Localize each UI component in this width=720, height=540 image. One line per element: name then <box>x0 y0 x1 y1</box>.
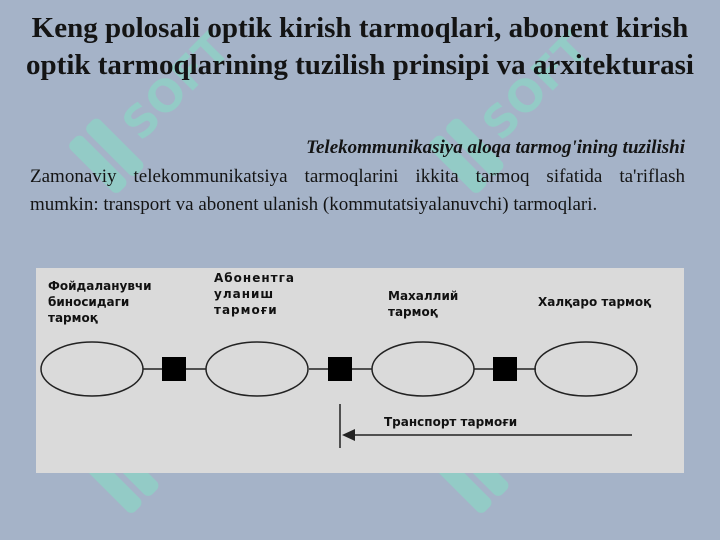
user-network-ellipse <box>40 341 144 397</box>
section-subheading: Telekommunikasiya aloqa tarmog'ining tuz… <box>306 137 685 158</box>
access-network-ellipse <box>205 341 309 397</box>
slide-title: Keng polosali optik kirish tarmoqlari, a… <box>26 12 694 81</box>
label-international-network: Халқаро тармоқ <box>538 295 652 309</box>
label-access-network: Абонентга уланиш тармоғи <box>214 271 295 317</box>
interface-node-3 <box>493 357 517 381</box>
interface-node-1 <box>162 357 186 381</box>
network-diagram: Фойдаланувчи биносидаги тармоқ Абонентга… <box>36 268 684 473</box>
label-user-premises-network: Фойдаланувчи биносидаги тармоқ <box>48 279 152 325</box>
local-network-ellipse <box>371 341 475 397</box>
label-transport-network: Транспорт тармоғи <box>384 415 518 429</box>
label-local-network: Махаллий тармоқ <box>388 289 459 319</box>
interface-node-2 <box>328 357 352 381</box>
transport-arrow-head <box>342 429 355 441</box>
diagram-graphics <box>40 341 638 448</box>
international-network-ellipse <box>534 341 638 397</box>
body-paragraph: Zamonaviy telekommunikatsiya tarmoqlarin… <box>30 166 685 215</box>
